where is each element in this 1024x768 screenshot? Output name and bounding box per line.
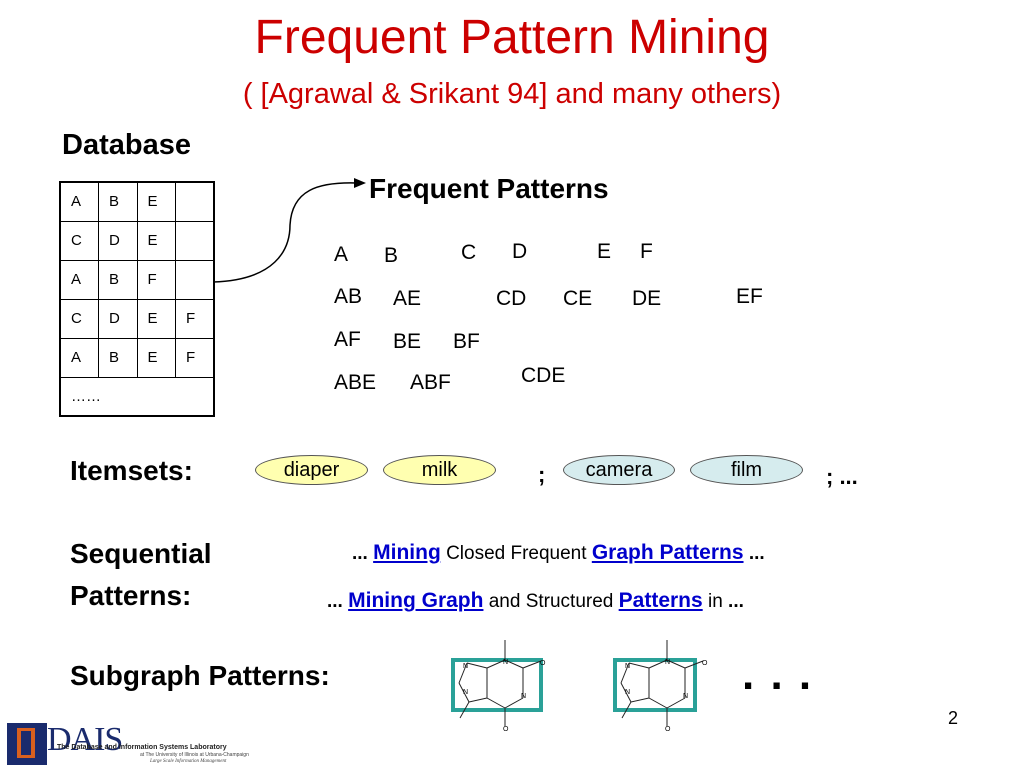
subgraph-label: Subgraph Patterns: [70,660,330,691]
sequential-line-1: ... Mining Closed Frequent Graph Pattern… [352,541,765,565]
pattern-item: EF [736,285,763,308]
link-patterns[interactable]: Patterns [618,589,703,612]
table-row: A B F [59,259,215,300]
database-heading: Database [62,129,191,161]
pattern-item: D [512,240,528,263]
dais-logo-mark [17,728,35,758]
table-cell: D [98,298,138,339]
pattern-item: E [597,240,612,263]
ellipsis-text: ... [728,591,744,612]
sequential-label-line1: Sequential [70,538,212,569]
itemset-separator-ellipsis: ; ... [826,464,858,489]
pattern-item: A [334,243,349,266]
atom-label: N [503,659,508,666]
atom-label: O [503,726,509,733]
atom-label: N [625,663,630,670]
slide-subtitle: ( [Agrawal & Srikant 94] and many others… [242,78,782,110]
pattern-item: BF [453,330,480,353]
itemset-separator: ; [538,462,546,487]
atom-label: O [702,660,708,667]
itemsets-label: Itemsets: [70,455,193,486]
table-cell: D [98,220,138,261]
sequential-line-2: ... Mining Graph and Structured Patterns… [327,589,744,613]
dais-logo-text: DAIS [47,721,123,758]
link-graph-patterns[interactable]: Graph Patterns [591,541,744,564]
table-cell: F [175,298,215,339]
table-row: A B E F [59,337,215,378]
ellipsis-text: ... [748,543,765,564]
pattern-item: F [640,240,653,263]
atom-label: N [625,689,630,696]
sequential-label-line2: Patterns: [70,580,192,611]
molecule-highlight-box [451,658,543,712]
table-cell: E [136,337,176,378]
frequent-patterns-heading: Frequent Patterns [369,173,609,204]
molecule-highlight-box [613,658,697,712]
table-cell: F [136,259,176,300]
table-cell [175,220,215,261]
molecule-graph-2: N N O N N O [613,640,708,733]
table-cell: C [59,298,99,339]
pattern-item: ABF [410,371,451,394]
table-cell: B [98,181,138,222]
lab-name: The Database and Information Systems Lab… [57,744,227,751]
itemset-pill-film: film [690,455,803,485]
link-mining[interactable]: Mining [373,541,441,564]
pattern-item: AB [334,285,363,308]
atom-label: N [521,693,526,700]
plain-text: and Structured [488,591,614,612]
atom-label: O [665,726,671,733]
plain-text: in [707,591,723,612]
ellipsis-text: ... [352,543,368,564]
itemset-pill-diaper: diaper [255,455,368,485]
page-number: 2 [948,708,959,728]
pattern-item: AE [393,287,422,310]
slide-title: Frequent Pattern Mining [254,11,770,64]
atom-label: N [463,689,468,696]
table-ellipsis-cell: …… [59,376,215,417]
pattern-item: ABE [334,371,377,394]
pattern-item: DE [632,287,662,310]
pattern-item: CE [563,287,593,310]
pattern-item: CDE [521,364,566,387]
subgraph-ellipsis: . . . [742,650,814,699]
itemset-pill-milk: milk [383,455,496,485]
ellipsis-text: ... [327,591,343,612]
molecule-graph-1: N N O N N O [451,640,546,733]
plain-text: Closed Frequent [446,543,587,564]
table-cell [175,259,215,300]
table-cell [175,181,215,222]
atom-label: O [540,660,546,667]
pattern-item: C [461,241,477,264]
pattern-item: AF [334,328,361,351]
table-cell: A [59,337,99,378]
table-cell: E [136,298,176,339]
atom-label: N [463,663,468,670]
table-row: …… [59,376,215,417]
table-cell: C [59,220,99,261]
pattern-item: CD [496,287,527,310]
atom-label: N [683,693,688,700]
link-mining-graph[interactable]: Mining Graph [348,589,484,612]
table-row: C D E F [59,298,215,339]
table-cell: F [175,337,215,378]
table-cell: B [98,337,138,378]
database-table: A B E C D E A B F C D E F A B E F …… [59,181,215,417]
lab-affiliation: at The University of Illinois at Urbana-… [140,752,249,758]
itemset-pill-camera: camera [563,455,675,485]
pattern-item: B [384,244,399,267]
pattern-item: BE [393,330,422,353]
lab-tagline: Large Scale Information Management [150,759,227,764]
atom-label: N [665,659,670,666]
dais-logo-badge [7,723,47,765]
